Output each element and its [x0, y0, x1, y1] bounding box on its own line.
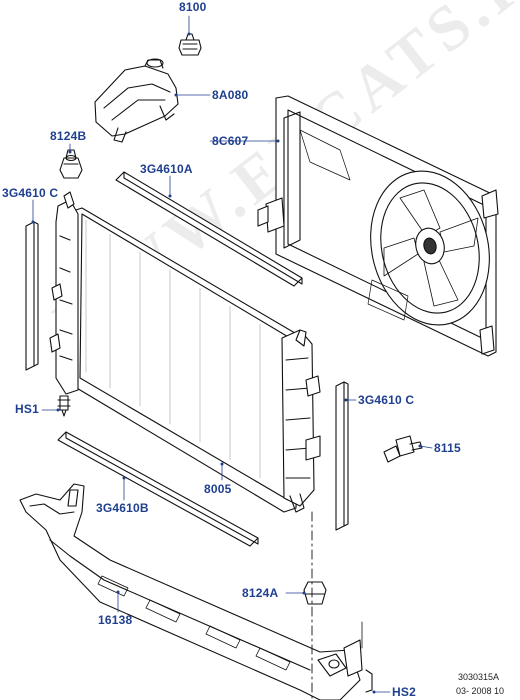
callout-8a080[interactable]: 8A080 — [212, 88, 249, 102]
callout-hs2[interactable]: HS2 — [392, 685, 416, 699]
expansion-tank-part[interactable] — [94, 58, 179, 143]
temperature-sensor-part[interactable] — [383, 435, 423, 463]
callout-8c607[interactable]: 8C607 — [212, 134, 249, 148]
seal-right-part[interactable] — [335, 381, 349, 531]
callout-3g4610b[interactable]: 3G4610B — [96, 501, 149, 515]
callout-8124b[interactable]: 8124B — [50, 129, 87, 143]
rubber-mount-bottom-part[interactable] — [303, 581, 327, 605]
callout-8005[interactable]: 8005 — [204, 482, 232, 496]
fan-shroud-part[interactable] — [257, 95, 505, 357]
callout-3g4610c-right[interactable]: 3G4610 C — [358, 393, 415, 407]
drain-plug-hs1-part[interactable] — [57, 395, 71, 417]
seal-top-part[interactable] — [115, 171, 303, 287]
callout-8124a[interactable]: 8124A — [242, 586, 279, 600]
callout-16138[interactable]: 16138 — [98, 613, 133, 627]
filler-cap-part[interactable] — [178, 33, 202, 56]
seal-bottom-part[interactable] — [57, 431, 259, 547]
radiator-part[interactable] — [49, 191, 321, 513]
leader-lines — [32, 15, 433, 693]
callout-3g4610c-left[interactable]: 3G4610 C — [2, 186, 59, 200]
callout-8115[interactable]: 8115 — [434, 441, 461, 455]
reference-code: 3030315A — [458, 672, 500, 682]
lower-support-bracket-part[interactable] — [19, 483, 373, 700]
leader-dots — [31, 32, 422, 694]
callout-hs1[interactable]: HS1 — [15, 402, 39, 416]
seal-left-part[interactable] — [25, 221, 39, 371]
callout-8100[interactable]: 8100 — [179, 0, 207, 14]
rubber-mount-top-part[interactable] — [59, 149, 83, 179]
callout-3g4610a[interactable]: 3G4610A — [140, 162, 193, 176]
reference-date: 03- 2008 10 — [456, 686, 505, 696]
